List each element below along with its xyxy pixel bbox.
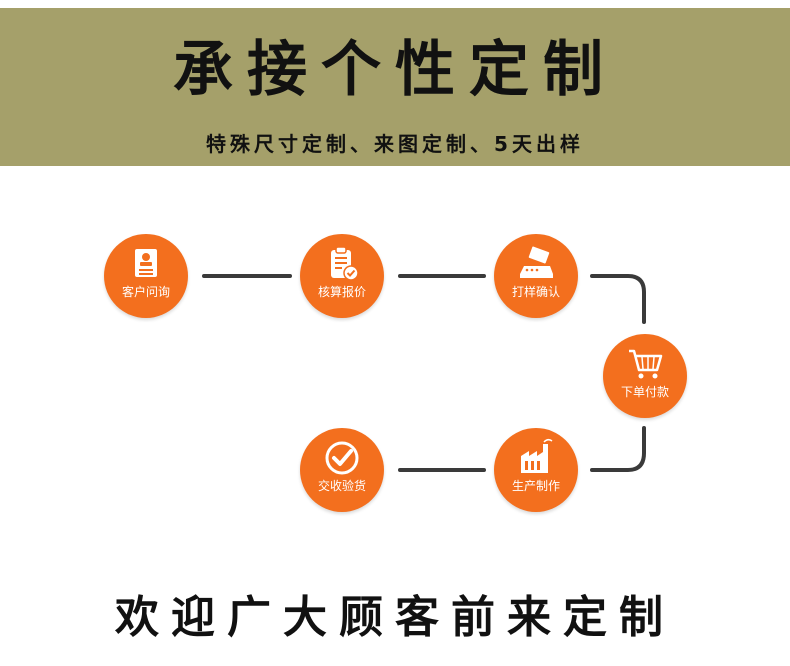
step-delivery-inspection: 交收验货	[300, 428, 384, 512]
step-label: 打样确认	[511, 285, 560, 299]
step-label: 生产制作	[511, 479, 560, 493]
step-label: 下单付款	[620, 385, 669, 399]
banner-title: 承接个性定制	[173, 35, 617, 105]
step-quote: 核算报价	[300, 234, 384, 318]
header-banner: 承接个性定制 特殊尺寸定制、来图定制、5天出样	[0, 8, 790, 166]
footer-slogan: 欢迎广大顾客前来定制	[115, 592, 675, 643]
step-customer-inquiry: 客户问询	[104, 234, 188, 318]
step-production: 生产制作	[494, 428, 578, 512]
factory-icon	[521, 438, 553, 473]
step-sample-confirmation: 打样确认	[494, 234, 578, 318]
connector-3-4	[590, 274, 646, 324]
step-label: 核算报价	[317, 285, 366, 299]
shopping-cart-icon	[629, 349, 663, 379]
clipboard-check-icon	[331, 246, 359, 281]
contact-card-icon	[135, 249, 157, 277]
step-label: 交收验货	[317, 479, 366, 493]
checkmark-circle-icon	[325, 441, 359, 475]
connector-4-5	[590, 426, 646, 472]
step-order-payment: 下单付款	[603, 334, 687, 418]
step-label: 客户问询	[121, 285, 170, 299]
card-machine-icon	[520, 246, 553, 278]
banner-subtitle: 特殊尺寸定制、来图定制、5天出样	[206, 132, 584, 156]
